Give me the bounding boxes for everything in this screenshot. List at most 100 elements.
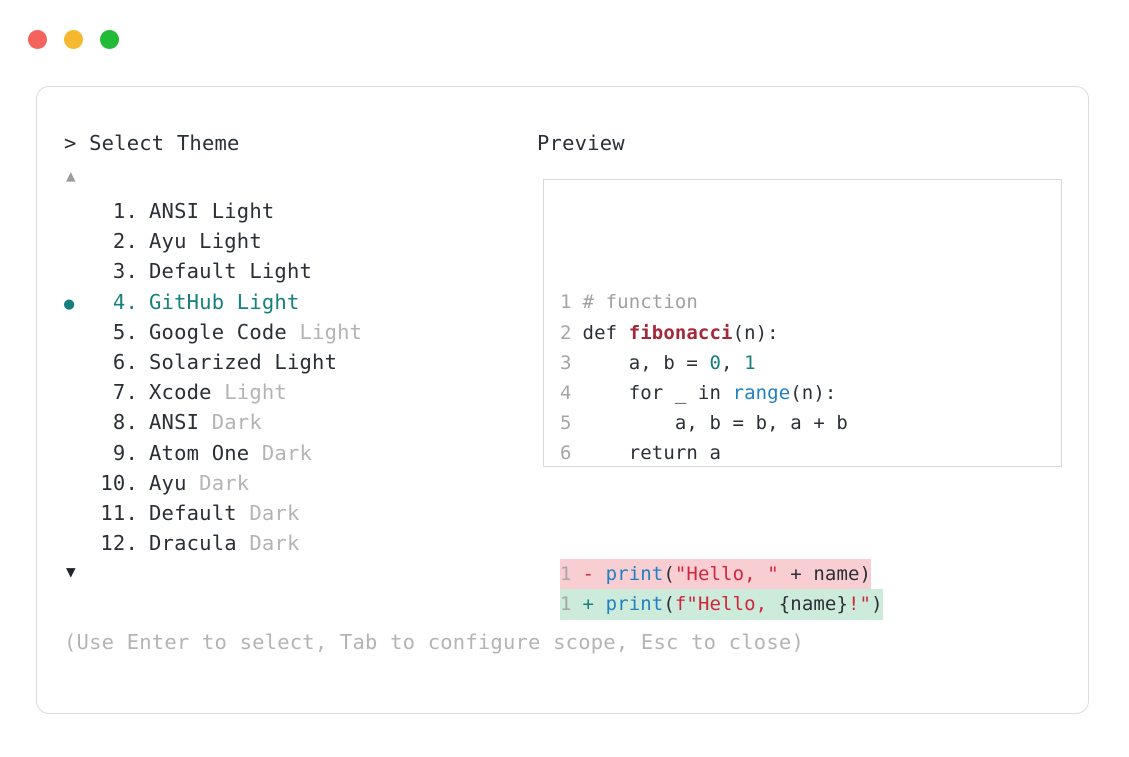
- diff-highlight: 1 - print("Hello, " + name): [560, 559, 872, 590]
- theme-list-item[interactable]: 1.ANSI Light: [64, 196, 534, 226]
- theme-list-item[interactable]: 8.ANSI Dark: [64, 407, 534, 437]
- theme-index: 1.: [112, 199, 138, 223]
- scroll-up-icon[interactable]: ▲: [66, 166, 76, 185]
- theme-list-item[interactable]: ●4.GitHub Light: [64, 287, 534, 317]
- code-token: ): [871, 593, 883, 616]
- line-number: 1: [560, 563, 572, 586]
- code-token: ,: [721, 351, 745, 374]
- theme-variant: Dark: [236, 500, 300, 525]
- diff-sign: -: [582, 563, 595, 586]
- theme-variant: Light: [224, 289, 300, 314]
- theme-variant: Light: [211, 380, 287, 405]
- code-token: {name}: [778, 593, 848, 616]
- code-line: 5 a, b = b, a + b: [560, 408, 883, 438]
- theme-variant: Light: [186, 229, 262, 254]
- theme-name: GitHub: [149, 289, 225, 314]
- diff-line-del: 1 - print("Hello, " + name): [560, 559, 883, 590]
- line-number: 1: [560, 291, 572, 314]
- bullet-placeholder: [64, 379, 94, 409]
- theme-index: 9.: [112, 440, 138, 465]
- maximize-dot[interactable]: [100, 30, 119, 49]
- theme-list-item[interactable]: 6.Solarized Light: [64, 347, 534, 377]
- code-token: (n):: [790, 381, 837, 404]
- bullet-placeholder: [64, 349, 94, 379]
- theme-index: 8.: [112, 410, 138, 435]
- code-token: for _ in: [582, 381, 733, 404]
- theme-list-item[interactable]: 9. Atom One Dark: [64, 438, 534, 468]
- scroll-down-icon[interactable]: ▼: [66, 562, 76, 582]
- code-token: + name): [778, 563, 872, 586]
- line-number: 2: [560, 321, 572, 344]
- theme-index: 4.: [112, 289, 138, 314]
- theme-index: 11.: [100, 500, 138, 525]
- code-token: f"Hello,: [674, 593, 779, 616]
- code-token: a, b = b, a + b: [582, 412, 848, 435]
- theme-variant: Light: [199, 199, 275, 223]
- theme-variant: Dark: [186, 470, 250, 495]
- theme-list-item[interactable]: 7.Xcode Light: [64, 377, 534, 407]
- bullet-placeholder: [64, 440, 94, 470]
- code-token: a, b =: [582, 351, 710, 374]
- code-token: (: [663, 563, 675, 586]
- theme-list-item[interactable]: 12.Dracula Dark: [64, 528, 534, 558]
- code-token: # function: [582, 291, 698, 314]
- line-number: 3: [560, 351, 572, 374]
- line-number: 5: [560, 412, 572, 435]
- code-token: print: [605, 563, 664, 586]
- preview-label: Preview: [537, 131, 625, 155]
- theme-list-item[interactable]: 2. Ayu Light: [64, 226, 534, 256]
- code-line: 3 a, b = 0, 1: [560, 348, 883, 378]
- code-line: 2 def fibonacci(n):: [560, 318, 883, 348]
- code-token: !": [847, 593, 872, 616]
- bullet-placeholder: [64, 470, 94, 500]
- diff-highlight: 1 + print(f"Hello, {name}!"): [560, 589, 883, 620]
- theme-list-item[interactable]: 11. Default Dark: [64, 498, 534, 528]
- theme-name: ANSI: [149, 410, 200, 435]
- theme-index: 5.: [112, 319, 138, 344]
- theme-list-item[interactable]: 5.Google Code Light: [64, 317, 534, 347]
- keyboard-hint: (Use Enter to select, Tab to configure s…: [64, 630, 804, 654]
- theme-variant: Light: [261, 349, 338, 374]
- code-token: 0: [709, 351, 722, 374]
- code-token: def: [582, 321, 629, 344]
- bullet-placeholder: [64, 500, 94, 530]
- theme-name: Atom One: [149, 440, 250, 465]
- theme-name: Xcode: [149, 380, 212, 405]
- code-token: 1: [744, 351, 756, 374]
- theme-name: Ayu: [149, 470, 187, 495]
- code-token: range: [732, 381, 791, 404]
- prompt-marker: >: [64, 131, 77, 155]
- minimize-dot[interactable]: [64, 30, 83, 49]
- code-token: (n):: [732, 321, 779, 344]
- theme-picker-card: > Select Theme ▲ 1.ANSI Light 2.Ayu Ligh…: [36, 86, 1089, 714]
- bullet-placeholder: [64, 530, 94, 560]
- theme-index: 2.: [112, 229, 138, 254]
- theme-name: Default: [149, 500, 237, 525]
- bullet-placeholder: [64, 319, 94, 349]
- code-line: 4 for _ in range(n):: [560, 378, 883, 408]
- code-token: return a: [582, 442, 722, 465]
- window-traffic-lights: [28, 30, 119, 49]
- bullet-placeholder: [64, 198, 94, 228]
- theme-list-item[interactable]: 3.Default Light: [64, 256, 534, 286]
- page-title: > Select Theme: [64, 130, 534, 156]
- theme-name: Ayu: [149, 229, 187, 254]
- theme-list-item[interactable]: 10.Ayu Dark: [64, 468, 534, 498]
- theme-variant: Dark: [249, 440, 313, 465]
- theme-name: Solarized: [149, 349, 262, 374]
- code-line: 6 return a: [560, 438, 883, 468]
- theme-index: 12.: [100, 531, 138, 556]
- line-number: 1: [560, 593, 572, 616]
- code-token: (: [663, 593, 675, 616]
- theme-variant: Dark: [236, 531, 300, 556]
- code-token: "Hello, ": [674, 563, 779, 586]
- code-token: print: [605, 593, 664, 616]
- code-line: 1 # function: [560, 287, 883, 317]
- theme-index: 3.: [112, 259, 138, 284]
- bullet-placeholder: [64, 409, 94, 439]
- diff-line-add: 1 + print(f"Hello, {name}!"): [560, 589, 883, 620]
- theme-variant: Light: [286, 319, 363, 344]
- close-dot[interactable]: [28, 30, 47, 49]
- line-number: 6: [560, 442, 572, 465]
